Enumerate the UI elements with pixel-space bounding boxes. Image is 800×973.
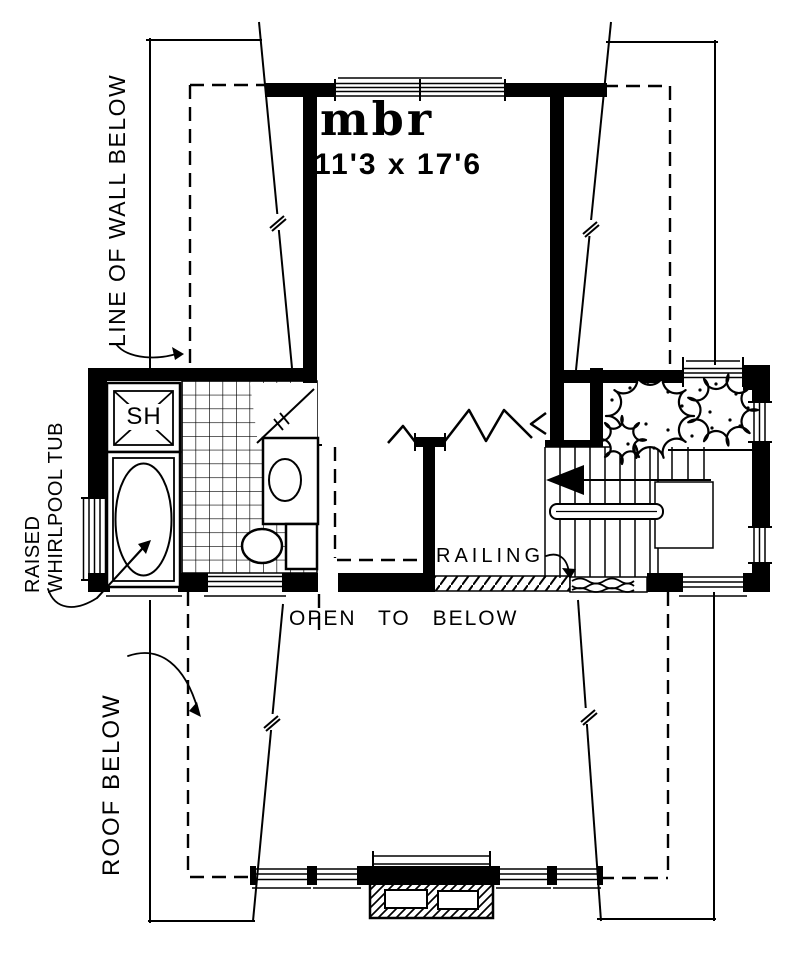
toilet: [240, 522, 319, 571]
bath-west-window: [81, 497, 110, 581]
hall-break-lines: [387, 408, 547, 444]
planter-shrubs: [596, 373, 760, 466]
room-label-mbr: mbr: [320, 92, 435, 146]
railing-label: RAILING: [436, 545, 545, 567]
shrub-dots: [610, 380, 750, 450]
open-to-below-label: OPEN TO BELOW: [289, 607, 519, 630]
chimney-below: [368, 881, 495, 920]
shower: [105, 381, 182, 454]
walls: [88, 83, 770, 885]
whirlpool-tub-label-line1: RAISED: [22, 515, 44, 593]
north-east-window: [682, 357, 744, 387]
railing-hatch: [427, 575, 571, 592]
whirlpool-tub: [105, 450, 182, 589]
deck-header: [372, 851, 491, 869]
roof-below-label: ROOF BELOW: [98, 693, 125, 876]
stairwell-opening: [654, 481, 714, 549]
whirlpool-tub-label-line2: WHIRLPOOL TUB: [45, 422, 67, 593]
vanity-sink: [261, 436, 320, 526]
bath-door: [250, 383, 317, 444]
leader-arrows: [47, 343, 576, 717]
shower-label: SH: [126, 403, 162, 430]
whirlpool-tub-label: RAISED WHIRLPOOL TUB: [22, 373, 68, 593]
master-bedroom-window: [334, 77, 506, 101]
deck-windows: [252, 868, 601, 889]
stair-direction-arrow: [546, 465, 711, 495]
line-of-wall-below-dashes: [186, 83, 672, 880]
railing-wood-cap: [569, 576, 648, 593]
room-dimensions: 11'3 x 17'6: [314, 148, 483, 181]
line-of-wall-below-label: LINE OF WALL BELOW: [104, 73, 130, 347]
stair-handrail: [549, 503, 664, 520]
break-marks: [263, 214, 600, 732]
